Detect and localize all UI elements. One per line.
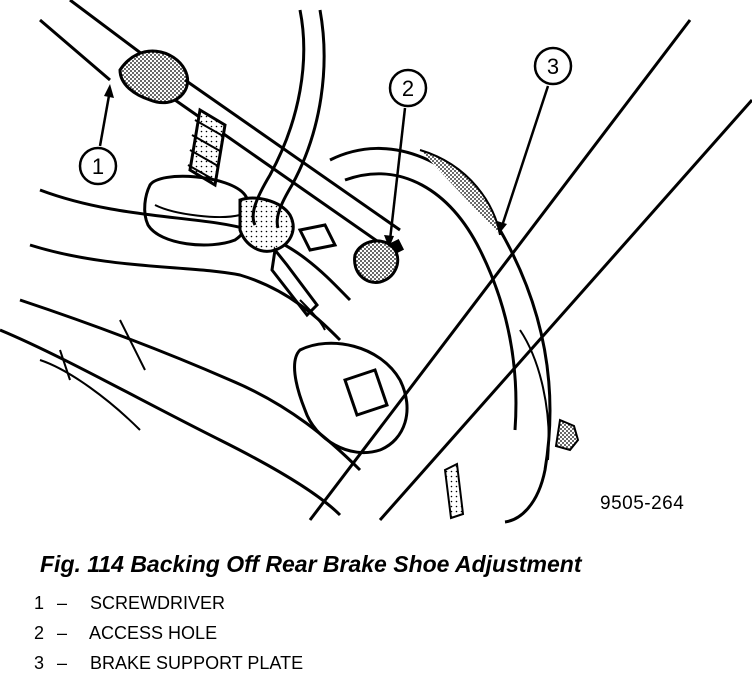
callout-3-arrowhead xyxy=(497,221,507,234)
legend-separator: – xyxy=(57,623,68,643)
callout-3-number: 3 xyxy=(547,54,559,79)
callout-2-arrowhead xyxy=(384,235,394,248)
legend-label: BRAKE SUPPORT PLATE xyxy=(90,653,304,673)
suspension-arm xyxy=(0,188,409,517)
legend-label: ACCESS HOLE xyxy=(89,623,218,643)
callout-1-number: 1 xyxy=(92,154,104,179)
brake-support-plate xyxy=(308,19,752,521)
callout-2-circle xyxy=(388,68,428,108)
callout-1-leader xyxy=(98,89,112,147)
callout-legend: 1 – SCREWDRIVER 2 – ACCESS HOLE 3 – BRAK… xyxy=(34,592,303,682)
brake-line xyxy=(251,9,326,229)
legend-item: 2 – ACCESS HOLE xyxy=(34,622,303,652)
callout-2-leader xyxy=(388,107,407,241)
callout-3: 3 xyxy=(497,46,573,234)
callout-1-circle xyxy=(78,146,118,186)
legend-separator: – xyxy=(57,593,68,613)
callout-3-leader xyxy=(500,85,550,227)
legend-item: 3 – BRAKE SUPPORT PLATE xyxy=(34,652,303,682)
figure-code: 9505-264 xyxy=(600,493,685,514)
legend-separator: – xyxy=(57,653,68,673)
legend-label: SCREWDRIVER xyxy=(90,593,226,613)
access-hole xyxy=(270,223,400,331)
screwdriver xyxy=(39,0,405,256)
callout-2: 2 xyxy=(384,68,428,248)
legend-number: 2 xyxy=(34,623,45,643)
callout-1-arrowhead xyxy=(104,84,114,98)
callout-2-number: 2 xyxy=(402,76,414,101)
brake-shoe-adjustment-illustration: 1 2 3 xyxy=(0,0,752,524)
callout-1: 1 xyxy=(78,84,118,186)
figure-caption: Fig. 114 Backing Off Rear Brake Shoe Adj… xyxy=(40,551,582,577)
legend-number: 1 xyxy=(34,593,45,613)
callout-3-circle xyxy=(533,46,573,86)
adjuster-stud xyxy=(143,107,295,253)
legend-item: 1 – SCREWDRIVER xyxy=(34,592,303,622)
brake-drum xyxy=(329,146,580,524)
legend-number: 3 xyxy=(34,653,45,673)
